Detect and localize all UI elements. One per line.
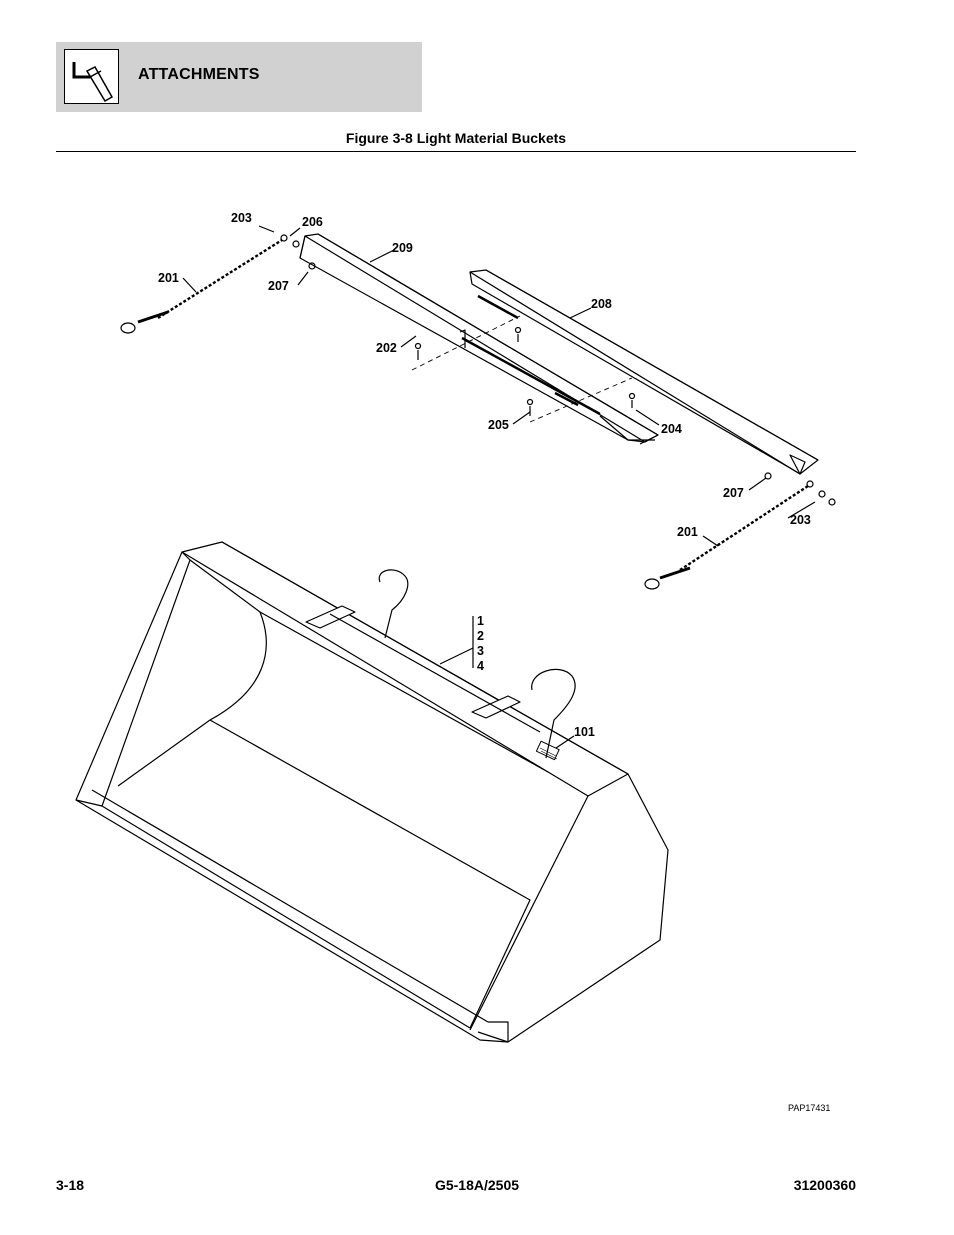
callout-202: 202 [376, 341, 397, 355]
callout-101: 101 [574, 725, 595, 739]
chain-assembly-upper [120, 234, 300, 334]
light-material-bucket [75, 541, 669, 1043]
footer-model: G5-18A/2505 [434, 1177, 520, 1193]
chain-assembly-lower [644, 480, 836, 590]
figure-title: Figure 3-8 Light Material Buckets [345, 130, 567, 146]
hardware-fasteners [308, 262, 772, 480]
footer-page-number: 3-18 [56, 1177, 85, 1193]
callout-203-lower: 203 [790, 513, 811, 527]
header-divider [56, 151, 856, 152]
spill-guard-208 [469, 269, 819, 475]
callout-1: 1 [477, 614, 484, 628]
callout-207-lower: 207 [723, 486, 744, 500]
footer-manual-number: 31200360 [793, 1177, 856, 1193]
callout-205: 205 [488, 418, 509, 432]
callout-2: 2 [477, 629, 484, 643]
bucket-attachment-icon [64, 49, 119, 104]
callout-201-lower: 201 [677, 525, 698, 539]
callout-3: 3 [477, 644, 484, 658]
callout-209: 209 [392, 241, 413, 255]
callout-203-upper: 203 [231, 211, 252, 225]
callout-208: 208 [591, 297, 612, 311]
callout-201-upper: 201 [158, 271, 179, 285]
leader-lines [182, 225, 816, 749]
section-title: ATTACHMENTS [138, 66, 260, 83]
callout-204: 204 [661, 422, 682, 436]
drawing-reference-number: PAP17431 [788, 1103, 830, 1113]
callout-206: 206 [302, 215, 323, 229]
callout-4: 4 [477, 659, 484, 673]
section-header: ATTACHMENTS [56, 42, 422, 112]
callout-207-upper: 207 [268, 279, 289, 293]
